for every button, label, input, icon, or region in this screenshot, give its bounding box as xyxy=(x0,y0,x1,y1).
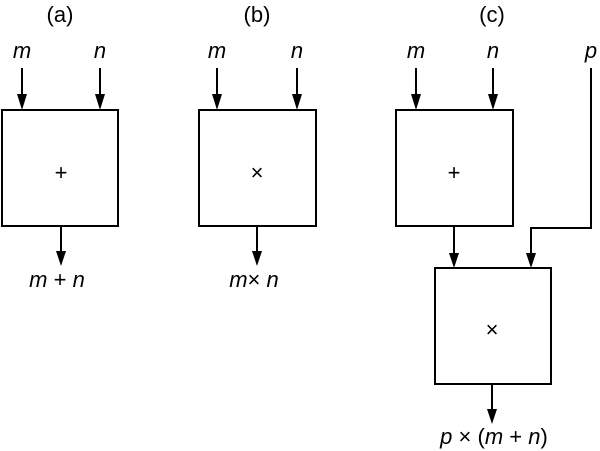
panel-b-output-label: m× n xyxy=(229,267,279,292)
panel-c-arrow-m-head xyxy=(411,94,421,110)
panel-b-arrow-out-head xyxy=(252,251,262,266)
panel-c-operator-bottom: × xyxy=(486,317,499,342)
panel-c-input-p: p xyxy=(584,38,597,63)
panel-b: (b) m n × m× n xyxy=(198,2,317,292)
panel-b-input-m: m xyxy=(208,38,226,63)
panel-c-adder-box xyxy=(395,109,514,227)
panel-a-input-n: n xyxy=(94,38,106,63)
panel-c-wire-p xyxy=(530,68,592,256)
panel-c-input-n: n xyxy=(487,38,499,63)
panel-c-arrow-out-head xyxy=(487,409,497,424)
panel-a-output-label: m + n xyxy=(29,267,85,292)
panel-b-arrow-m-head xyxy=(212,94,222,110)
panel-a-arrow-out-head xyxy=(56,251,66,266)
panel-a-adder-box xyxy=(1,109,119,227)
panel-b-input-n: n xyxy=(291,38,303,63)
panel-a-input-m: m xyxy=(13,38,31,63)
panel-a-arrow-m-head xyxy=(17,94,27,110)
panel-c-arrow-sum-head xyxy=(449,253,459,268)
panel-c-input-m: m xyxy=(407,38,425,63)
panel-a-operator: + xyxy=(55,160,68,185)
panel-b-arrow-n-head xyxy=(292,94,302,110)
panel-c-output-label: p × (m + n) xyxy=(439,424,548,449)
panel-a-arrow-n-head xyxy=(95,94,105,110)
panel-a: (a) m n + m + n xyxy=(1,2,119,292)
panel-c-arrow-p-head xyxy=(526,253,536,268)
panel-a-label: (a) xyxy=(47,2,74,27)
panel-b-operator: × xyxy=(251,160,264,185)
panel-c: (c) m n p + × p × (m + n) xyxy=(395,2,597,449)
panel-b-label: (b) xyxy=(244,2,271,27)
panel-c-operator-top: + xyxy=(448,160,461,185)
panel-c-label: (c) xyxy=(479,2,505,27)
panel-c-arrow-n-head xyxy=(488,94,498,110)
